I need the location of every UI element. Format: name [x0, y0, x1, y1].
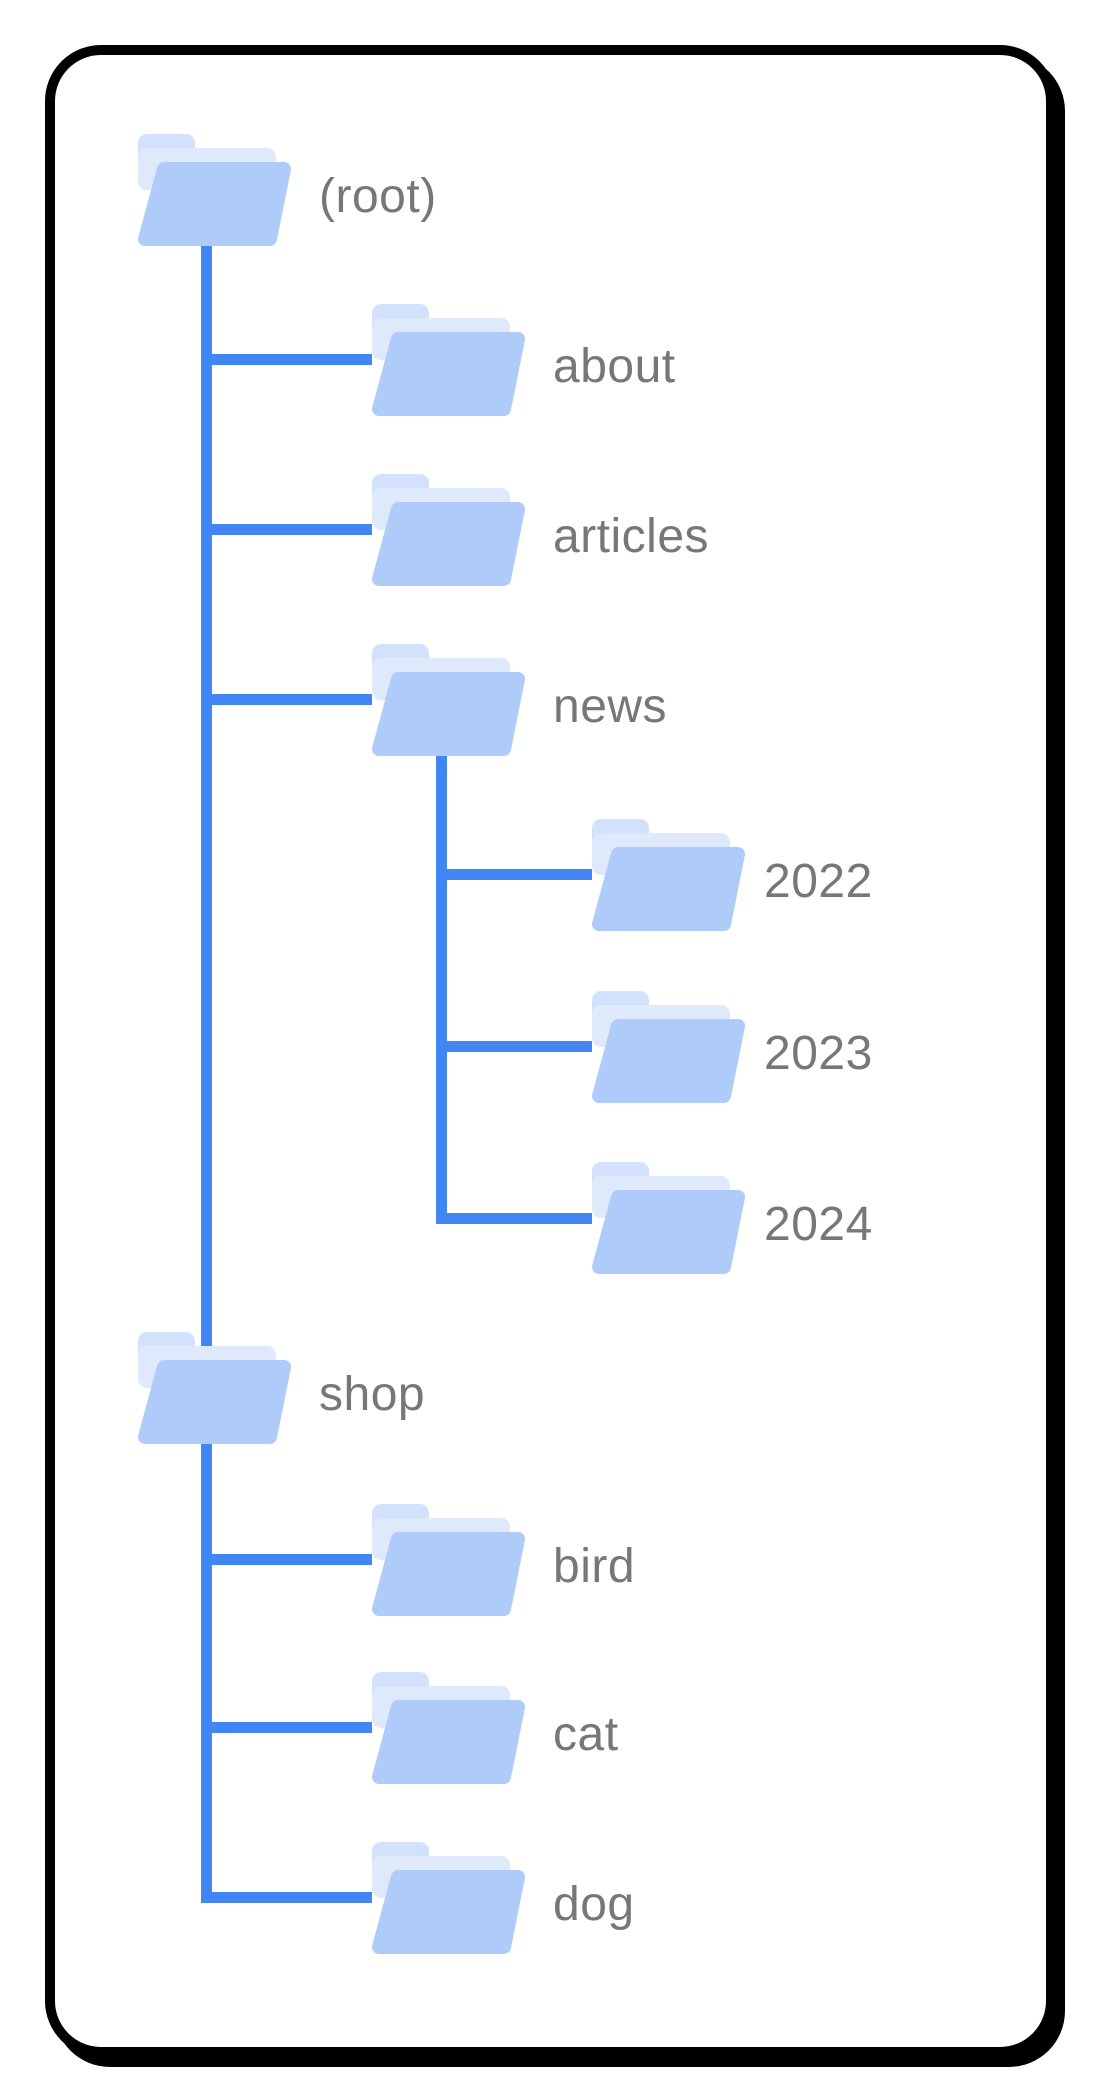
folder-icon: [372, 1504, 525, 1616]
folder-icon: [592, 1162, 745, 1274]
connector-branch-2022: [436, 869, 592, 880]
folder-front: [138, 1360, 291, 1444]
tree-node-news: news: [372, 644, 842, 756]
folder-label: 2023: [764, 1027, 873, 1080]
folder-label: shop: [319, 1368, 426, 1421]
tree-node-cat: cat: [372, 1672, 842, 1784]
connector-branch-bird: [201, 1554, 372, 1565]
folder-label: articles: [553, 510, 710, 563]
folder-front: [372, 502, 525, 586]
folder-label: (root): [319, 170, 437, 223]
connector-branch-2023: [436, 1041, 592, 1052]
tree-node-shop: shop: [138, 1332, 608, 1444]
folder-label: 2022: [764, 855, 873, 908]
folder-label: 2024: [764, 1198, 873, 1251]
connector-branch-cat: [201, 1722, 372, 1733]
tree-node-dog: dog: [372, 1842, 842, 1954]
tree-node-2023: 2023: [592, 991, 1062, 1103]
tree-node-articles: articles: [372, 474, 842, 586]
tree-node-root: (root): [138, 134, 608, 246]
folder-front: [592, 1019, 745, 1103]
folder-label: bird: [553, 1540, 636, 1593]
tree-node-2024: 2024: [592, 1162, 1062, 1274]
folder-label: news: [553, 680, 668, 733]
connector-branch-2024: [436, 1213, 592, 1224]
folder-front: [372, 672, 525, 756]
connector-branch-dog: [201, 1892, 372, 1903]
folder-label: cat: [553, 1708, 619, 1761]
connector-branch-about: [201, 354, 372, 365]
connector-news-trunk: [436, 754, 447, 1224]
folder-icon: [372, 1842, 525, 1954]
folder-icon: [372, 644, 525, 756]
folder-icon: [372, 1672, 525, 1784]
folder-front: [138, 162, 291, 246]
folder-icon: [592, 991, 745, 1103]
tree-node-about: about: [372, 304, 842, 416]
folder-label: about: [553, 340, 676, 393]
connector-branch-articles: [201, 524, 372, 535]
tree-node-bird: bird: [372, 1504, 842, 1616]
folder-icon: [372, 474, 525, 586]
folder-front: [592, 847, 745, 931]
folder-icon: [592, 819, 745, 931]
folder-icon: [138, 134, 291, 246]
connector-branch-news: [201, 694, 372, 705]
folder-icon: [372, 304, 525, 416]
folder-front: [372, 1870, 525, 1954]
folder-front: [372, 332, 525, 416]
folder-front: [372, 1700, 525, 1784]
folder-front: [592, 1190, 745, 1274]
tree-node-2022: 2022: [592, 819, 1062, 931]
folder-front: [372, 1532, 525, 1616]
connector-root-trunk: [201, 243, 212, 1903]
folder-icon: [138, 1332, 291, 1444]
folder-label: dog: [553, 1878, 635, 1931]
